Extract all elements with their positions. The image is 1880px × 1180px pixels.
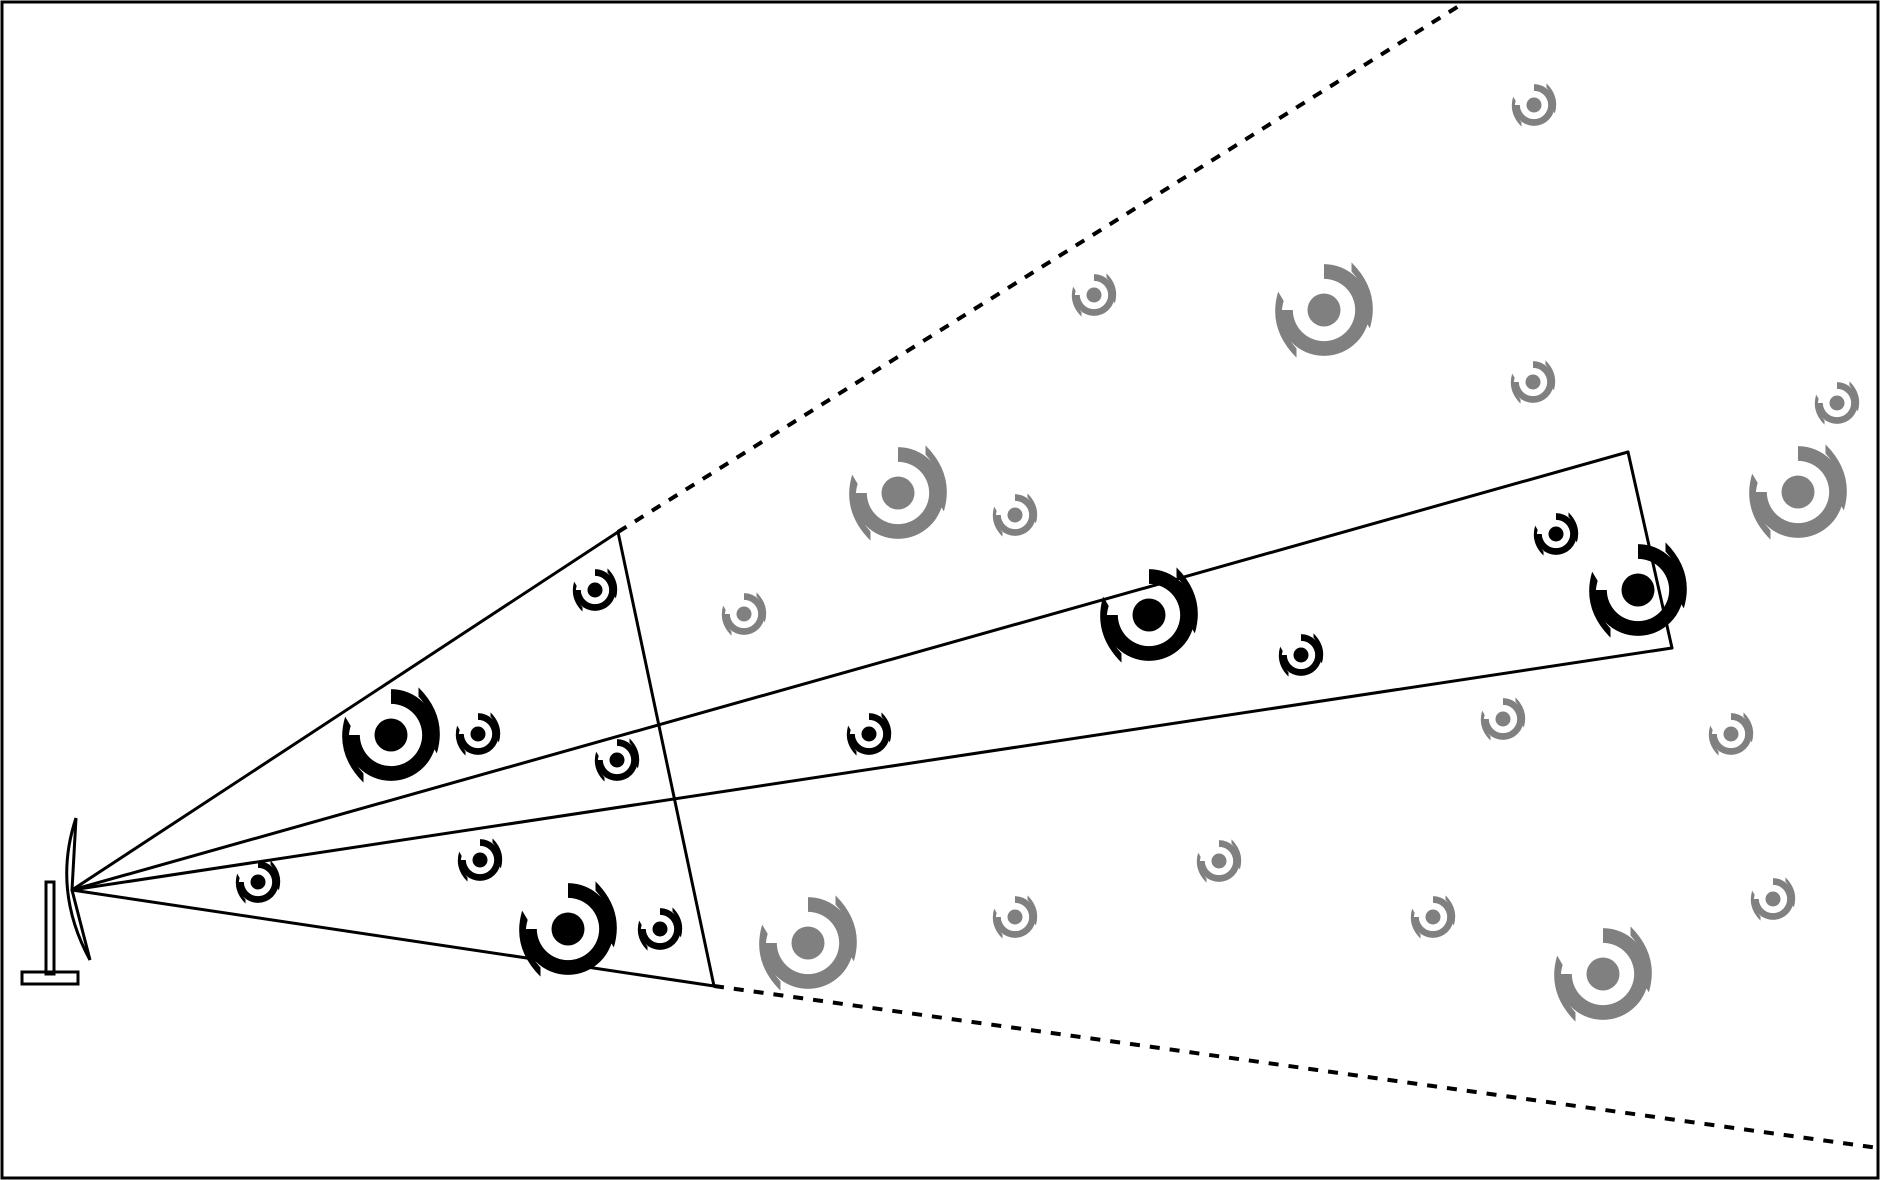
cone-upper-edge <box>70 530 620 892</box>
survey-cone <box>70 530 716 988</box>
beam-lower-edge <box>70 646 1674 892</box>
field-of-view-upper-boundary <box>616 2 1464 534</box>
beam-upper-edge <box>70 450 1630 892</box>
field-of-view-lower-boundary <box>713 984 1879 1150</box>
cone-far-edge <box>616 530 716 988</box>
telescope-icon <box>20 817 92 986</box>
cone-lower-edge <box>70 888 716 988</box>
